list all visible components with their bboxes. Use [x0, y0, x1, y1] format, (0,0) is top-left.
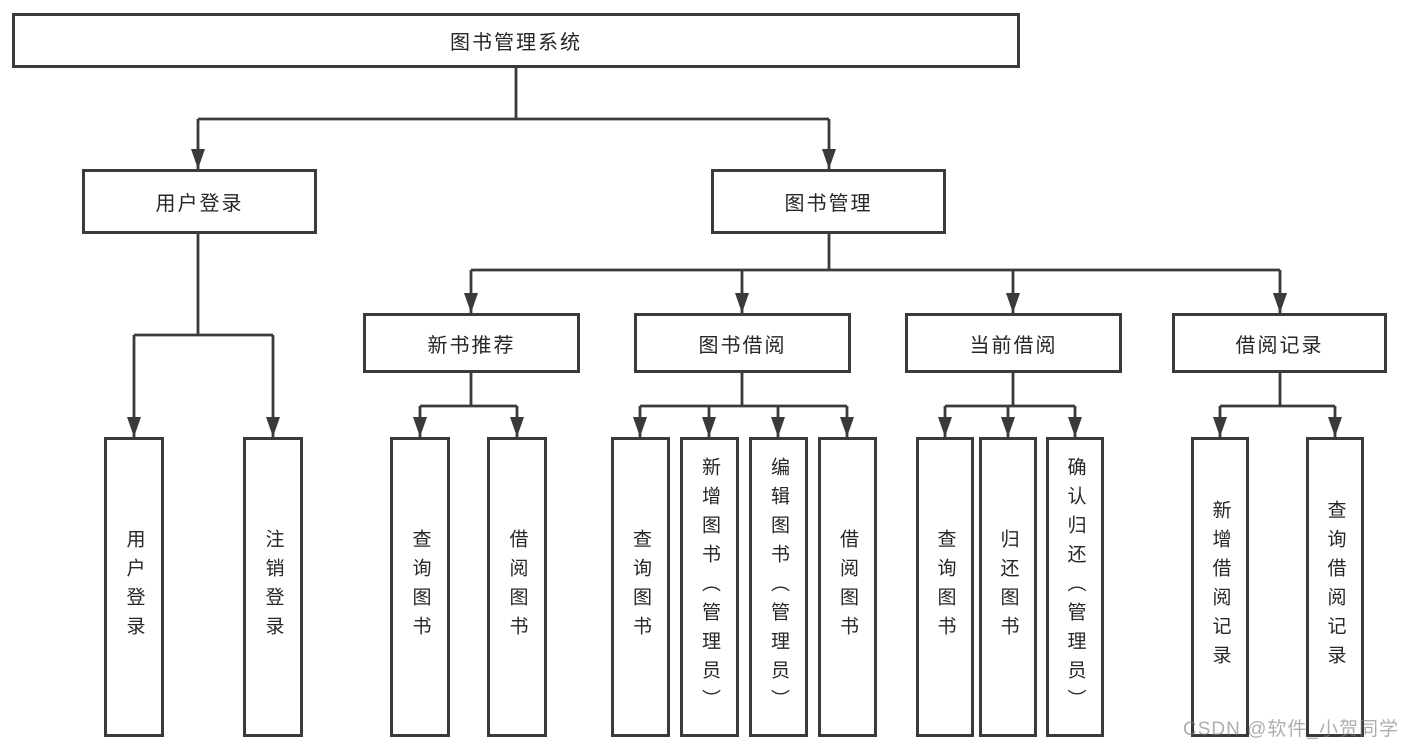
node-borrowing-records-label: 借阅记录 — [1235, 334, 1324, 357]
node-book-borrowing-label: 图书借阅 — [698, 334, 787, 357]
leaf-borrow-books-2-label: 借阅图书 — [837, 529, 858, 645]
node-new-book-recommendation-label: 新书推荐 — [427, 334, 516, 357]
leaf-return-book: 归还图书 — [979, 437, 1037, 737]
node-root: 图书管理系统 — [12, 13, 1020, 68]
node-new-book-recommendation: 新书推荐 — [363, 313, 580, 373]
node-book-management: 图书管理 — [711, 169, 946, 234]
leaf-edit-book-admin: 编辑图书（管理员） — [749, 437, 808, 737]
leaf-confirm-return-admin: 确认归还（管理员） — [1046, 437, 1104, 737]
leaf-query-books-3: 查询图书 — [916, 437, 974, 737]
node-borrowing-records: 借阅记录 — [1172, 313, 1387, 373]
leaf-query-books-3-label: 查询图书 — [934, 529, 956, 645]
node-user-login-label: 用户登录 — [155, 193, 244, 215]
leaf-query-books-2-label: 查询图书 — [630, 529, 651, 645]
leaf-add-borrow-record-label: 新增借阅记录 — [1209, 500, 1231, 674]
leaf-add-borrow-record: 新增借阅记录 — [1191, 437, 1249, 737]
node-book-borrowing: 图书借阅 — [634, 313, 851, 373]
leaf-query-books-1: 查询图书 — [390, 437, 450, 737]
watermark: CSDN @软件_小贺同学 — [1183, 719, 1399, 740]
node-current-borrowing: 当前借阅 — [905, 313, 1122, 373]
leaf-add-book-admin-label: 新增图书（管理员） — [699, 456, 720, 718]
node-user-login: 用户登录 — [82, 169, 317, 234]
leaf-return-book-label: 归还图书 — [997, 529, 1019, 645]
node-root-label: 图书管理系统 — [450, 32, 582, 54]
leaf-add-book-admin: 新增图书（管理员） — [680, 437, 739, 737]
leaf-query-books-2: 查询图书 — [611, 437, 670, 737]
leaf-user-login-label: 用户登录 — [123, 529, 145, 645]
leaf-confirm-return-admin-label: 确认归还（管理员） — [1064, 456, 1086, 718]
leaf-borrow-books-1: 借阅图书 — [487, 437, 547, 737]
leaf-query-borrow-record: 查询借阅记录 — [1306, 437, 1364, 737]
node-current-borrowing-label: 当前借阅 — [969, 334, 1058, 357]
leaf-borrow-books-2: 借阅图书 — [818, 437, 877, 737]
leaf-borrow-books-1-label: 借阅图书 — [506, 529, 528, 645]
leaf-query-books-1-label: 查询图书 — [409, 529, 431, 645]
node-book-management-label: 图书管理 — [784, 193, 873, 215]
leaf-query-borrow-record-label: 查询借阅记录 — [1324, 500, 1346, 674]
leaf-edit-book-admin-label: 编辑图书（管理员） — [768, 456, 789, 718]
leaf-logout-label: 注销登录 — [262, 529, 284, 645]
leaf-logout: 注销登录 — [243, 437, 303, 737]
leaf-user-login: 用户登录 — [104, 437, 164, 737]
